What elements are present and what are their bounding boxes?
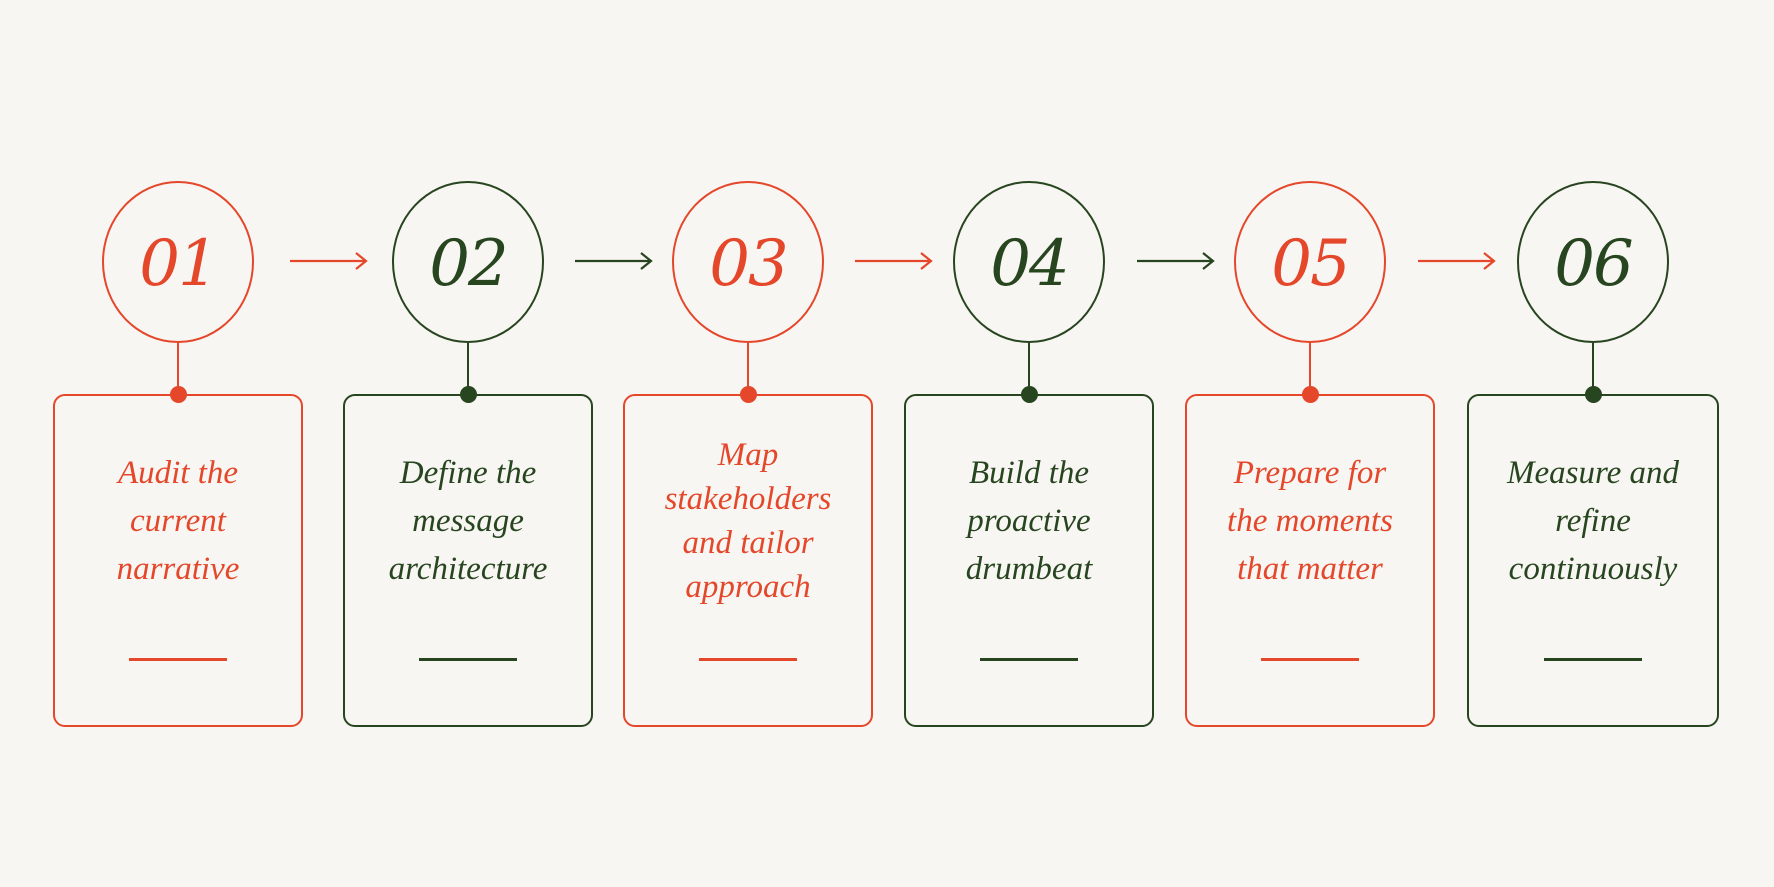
step-number-circle: 05 [1234, 181, 1386, 343]
step-number-circle: 01 [102, 181, 254, 343]
connector-dot [1301, 386, 1319, 403]
step-label: Define the message architecture [388, 455, 548, 587]
connector-dot [1020, 386, 1038, 403]
arrow-04-05 [1137, 251, 1217, 271]
step-label: Measure and refine continuously [1507, 455, 1679, 587]
connector-dot [459, 386, 477, 403]
step-label: Audit the current narrative [116, 455, 240, 587]
step-number-circle: 02 [392, 181, 544, 343]
step-number: 06 [1554, 227, 1633, 301]
step-04: 04 Build the proactive drumbeat [899, 0, 1159, 887]
arrow-03-04 [855, 251, 935, 271]
connector-stem [747, 343, 749, 394]
step-label: Build the proactive drumbeat [965, 455, 1093, 587]
arrow-right-icon [290, 252, 368, 270]
step-card: Audit the current narrative [53, 394, 303, 727]
step-number: 04 [990, 227, 1069, 301]
step-number-circle: 06 [1517, 181, 1669, 343]
step-01: 01 Audit the current narrative [48, 0, 308, 887]
step-03: 03 Map stakeholders and tailor approach [618, 0, 878, 887]
connector-stem [1028, 343, 1030, 394]
step-02: 02 Define the message architecture [338, 0, 598, 887]
arrow-right-icon [1418, 252, 1496, 270]
connector-dot [169, 386, 187, 403]
step-number-circle: 03 [672, 181, 824, 343]
arrow-01-02 [290, 251, 370, 271]
step-card: Measure and refine continuously [1467, 394, 1719, 727]
step-card: Map stakeholders and tailor approach [623, 394, 873, 727]
arrow-right-icon [855, 252, 933, 270]
step-number: 05 [1271, 227, 1350, 301]
step-card: Define the message architecture [343, 394, 593, 727]
step-06: 06 Measure and refine continuously [1463, 0, 1723, 887]
connector-dot [739, 386, 757, 403]
card-underline [129, 658, 227, 661]
step-card: Build the proactive drumbeat [904, 394, 1154, 727]
card-underline [419, 658, 517, 661]
step-label: Prepare for the moments that matter [1227, 455, 1393, 587]
step-number: 02 [429, 227, 508, 301]
connector-stem [1592, 343, 1594, 394]
step-label: Map stakeholders and tailor approach [664, 437, 832, 605]
step-number-circle: 04 [953, 181, 1105, 343]
step-number: 03 [709, 227, 788, 301]
arrow-right-icon [1137, 252, 1215, 270]
card-underline [699, 658, 797, 661]
connector-dot [1584, 386, 1602, 403]
connector-stem [467, 343, 469, 394]
connector-stem [177, 343, 179, 394]
arrow-02-03 [575, 251, 655, 271]
card-underline [1261, 658, 1359, 661]
connector-stem [1309, 343, 1311, 394]
arrow-05-06 [1418, 251, 1498, 271]
step-card: Prepare for the moments that matter [1185, 394, 1435, 727]
step-number: 01 [139, 227, 218, 301]
card-underline [1544, 658, 1642, 661]
arrow-right-icon [575, 252, 653, 270]
step-05: 05 Prepare for the moments that matter [1180, 0, 1440, 887]
card-underline [980, 658, 1078, 661]
